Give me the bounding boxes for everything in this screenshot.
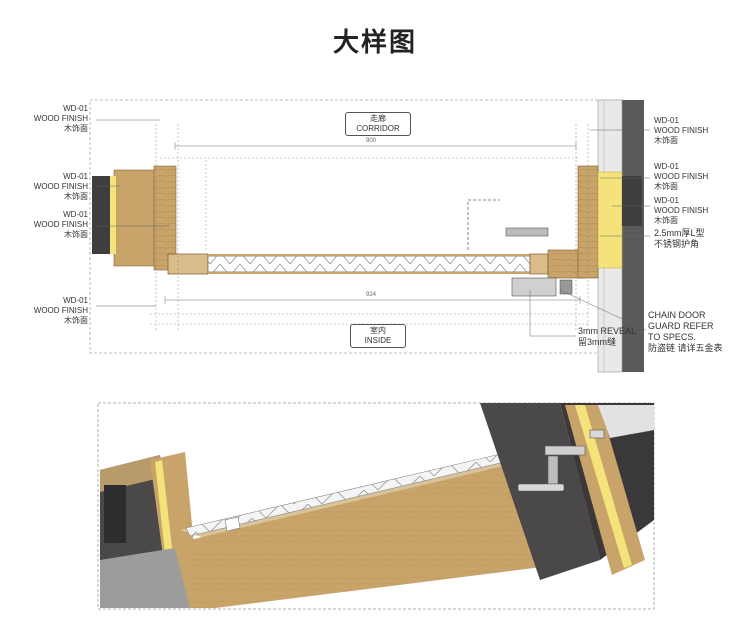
page-title: 大样图 <box>332 27 417 57</box>
axonometric-view <box>100 403 654 608</box>
left-dark-block <box>92 176 114 254</box>
dim-bottom-text: 924 <box>366 292 377 298</box>
stainless-corner-label: 2.5mm厚L型不锈钢护角 <box>654 228 705 249</box>
section-frame <box>89 99 623 354</box>
door-stile-left <box>167 253 209 275</box>
dim-top-text: 900 <box>366 138 377 144</box>
left-wood-frame <box>113 169 155 267</box>
door-core <box>207 255 531 273</box>
chain-guard-bottom <box>511 277 557 297</box>
chain-guard-top <box>505 227 549 237</box>
